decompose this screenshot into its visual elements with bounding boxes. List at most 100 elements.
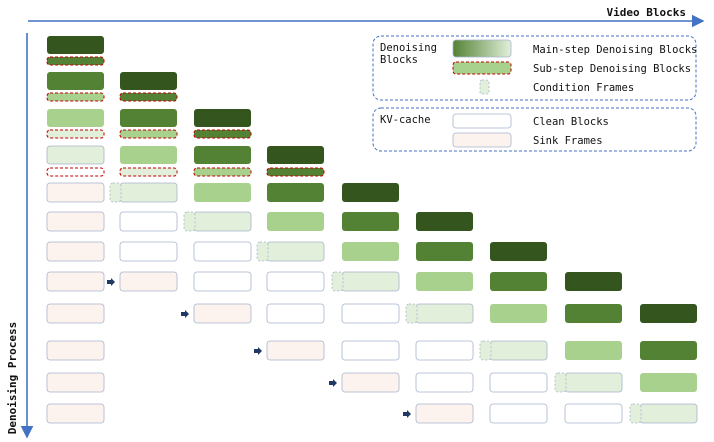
block-grid bbox=[46, 36, 698, 424]
main-step-block bbox=[267, 183, 324, 202]
condition-frame bbox=[554, 372, 567, 393]
main-step-block bbox=[416, 242, 473, 261]
main-step-block bbox=[120, 109, 177, 127]
main-step-block bbox=[267, 146, 324, 164]
clean-block bbox=[266, 303, 325, 324]
sink-frame bbox=[46, 340, 105, 361]
condition-frame bbox=[183, 211, 196, 232]
sub-step-block bbox=[119, 129, 178, 139]
main-step-block bbox=[194, 183, 251, 202]
main-step-block bbox=[565, 272, 622, 291]
sink-frame bbox=[341, 372, 400, 393]
sub-step-block bbox=[119, 167, 178, 177]
clean-block bbox=[415, 372, 474, 393]
shift-arrow-icon bbox=[107, 278, 115, 286]
sub-step-block bbox=[193, 167, 252, 177]
sub-step-block bbox=[119, 92, 178, 102]
main-step-block bbox=[416, 212, 473, 231]
main-step-block bbox=[640, 341, 697, 360]
main-step-block bbox=[490, 242, 547, 261]
sink-frame bbox=[266, 340, 325, 361]
main-step-block bbox=[640, 304, 697, 323]
main-step-block bbox=[639, 403, 698, 424]
main-step-block bbox=[120, 72, 177, 90]
sub-step-block bbox=[193, 129, 252, 139]
clean-block bbox=[341, 340, 400, 361]
main-step-block bbox=[193, 211, 252, 232]
main-step-block bbox=[564, 372, 623, 393]
clean-block bbox=[193, 271, 252, 292]
legend-swatch-main-step bbox=[452, 39, 512, 58]
sink-frame bbox=[415, 403, 474, 424]
clean-block bbox=[193, 241, 252, 262]
shift-arrow-icon bbox=[181, 310, 189, 318]
main-step-block bbox=[47, 72, 104, 90]
sub-step-block bbox=[46, 167, 105, 177]
main-step-block bbox=[342, 242, 399, 261]
legend-swatch-clean bbox=[452, 113, 512, 129]
main-step-block bbox=[47, 109, 104, 127]
legend-label-sink: Sink Frames bbox=[533, 135, 603, 147]
main-step-block bbox=[341, 271, 400, 292]
main-step-block bbox=[490, 272, 547, 291]
clean-block bbox=[489, 372, 548, 393]
legend-swatch-sink bbox=[452, 132, 512, 148]
legend-denoising-title-2: Blocks bbox=[380, 54, 418, 66]
legend-swatch-sub-step bbox=[452, 61, 512, 75]
condition-frame bbox=[331, 271, 344, 292]
main-step-block bbox=[120, 146, 177, 164]
condition-frame bbox=[109, 182, 122, 203]
main-step-block bbox=[342, 183, 399, 202]
sub-step-block bbox=[46, 129, 105, 139]
sink-frame bbox=[119, 271, 178, 292]
x-axis-label: Video Blocks bbox=[607, 6, 686, 19]
main-step-block bbox=[194, 146, 251, 164]
sink-frame bbox=[46, 271, 105, 292]
main-step-block bbox=[565, 341, 622, 360]
sink-frame bbox=[46, 241, 105, 262]
sink-frame bbox=[46, 303, 105, 324]
shift-arrow-icon bbox=[329, 379, 337, 387]
sink-frame bbox=[46, 211, 105, 232]
legend-label-sub-step: Sub-step Denoising Blocks bbox=[533, 63, 691, 75]
legend-denoising: Denoising Blocks Main-step Denoising Blo… bbox=[372, 35, 697, 101]
sub-step-block bbox=[46, 92, 105, 102]
main-step-block bbox=[267, 212, 324, 231]
sub-step-block bbox=[266, 167, 325, 177]
legend-kv-cache: KV-cache Clean Blocks Sink Frames bbox=[372, 107, 697, 152]
y-axis-label: Denoising Process bbox=[6, 322, 19, 435]
sub-step-block bbox=[46, 56, 105, 66]
legend-label-main-step: Main-step Denoising Blocks bbox=[533, 44, 697, 56]
shift-arrow-icon bbox=[403, 410, 411, 418]
legend-swatch-condition bbox=[479, 79, 490, 95]
legend-denoising-title-1: Denoising bbox=[380, 42, 437, 54]
main-step-block bbox=[266, 241, 325, 262]
clean-block bbox=[119, 211, 178, 232]
clean-block bbox=[341, 303, 400, 324]
main-step-block bbox=[489, 340, 548, 361]
clean-block bbox=[564, 403, 623, 424]
shift-arrow-icon bbox=[254, 347, 262, 355]
clean-block bbox=[119, 241, 178, 262]
main-step-block bbox=[640, 373, 697, 392]
sink-frame bbox=[193, 303, 252, 324]
clean-block bbox=[266, 271, 325, 292]
main-step-block bbox=[416, 272, 473, 291]
sink-frame bbox=[46, 403, 105, 424]
main-step-block bbox=[46, 145, 105, 165]
sink-frame bbox=[46, 372, 105, 393]
condition-frame bbox=[479, 340, 492, 361]
legend-label-condition: Condition Frames bbox=[533, 82, 634, 94]
condition-frame bbox=[629, 403, 642, 424]
condition-frame bbox=[256, 241, 269, 262]
main-step-block bbox=[415, 303, 474, 324]
main-step-block bbox=[194, 109, 251, 127]
main-step-block bbox=[119, 182, 178, 203]
legend-label-clean: Clean Blocks bbox=[533, 116, 609, 128]
clean-block bbox=[489, 403, 548, 424]
main-step-block bbox=[565, 304, 622, 323]
main-step-block bbox=[47, 36, 104, 54]
clean-block bbox=[415, 340, 474, 361]
main-step-block bbox=[342, 212, 399, 231]
